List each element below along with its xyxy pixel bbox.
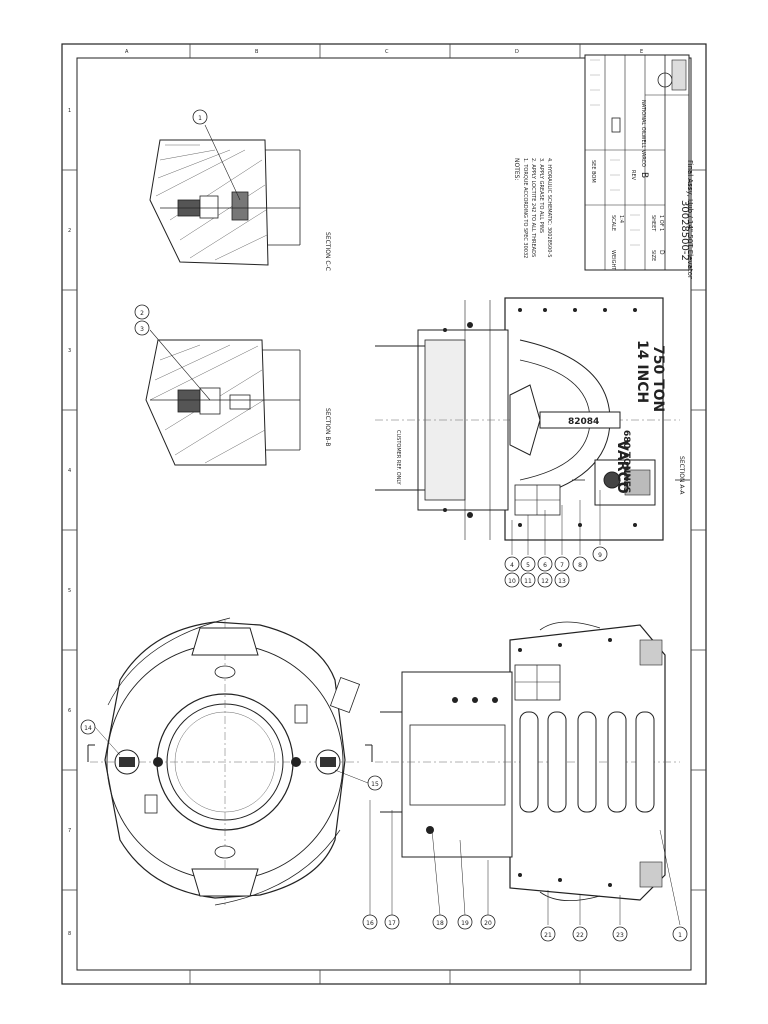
note-line: 1. TORQUE ACCORDING TO SPEC 30032 <box>522 158 528 258</box>
note-line: 3. APPLY GREASE TO ALL PINS <box>538 158 544 233</box>
balloon-number: 19 <box>461 920 469 927</box>
zone-letter: D <box>515 49 519 55</box>
side-elevation-upper <box>375 297 690 541</box>
balloon-number: 5 <box>526 562 530 569</box>
balloon-number: 3 <box>140 326 144 333</box>
zone-number: 5 <box>68 588 71 594</box>
serial-plate: 82084 <box>568 417 599 427</box>
balloon-number: 11 <box>524 578 532 585</box>
balloon-number: 14 <box>84 725 92 732</box>
section-b-label: SECTION B-B <box>324 408 331 447</box>
note-line: 2. APPLY LOCTITE 242 TO ALL THREADS <box>530 158 536 257</box>
zone-number: 8 <box>68 931 71 937</box>
zone-number: 3 <box>68 348 71 354</box>
rev-label: REV <box>630 170 636 181</box>
notes-block: NOTES: 1. TORQUE ACCORDING TO SPEC 30032… <box>513 158 552 258</box>
section-c-detail <box>149 124 301 266</box>
zone-labels: 1 2 3 4 5 6 7 8 A B C D E <box>68 49 643 937</box>
sheet-inner-border <box>76 57 692 971</box>
zone-letter: E <box>640 49 643 55</box>
plan-view-elevator <box>87 617 373 906</box>
balloon-number: 17 <box>388 920 396 927</box>
balloon-number: 21 <box>544 932 552 939</box>
title-block <box>584 54 690 271</box>
zone-ticks <box>62 44 706 984</box>
balloon-number: 20 <box>484 920 492 927</box>
section-a-label: SECTION A-A <box>678 456 685 495</box>
size-value: D <box>658 250 665 255</box>
material-label: SEE BOM <box>590 160 596 183</box>
balloon-number: 1 <box>678 932 682 939</box>
balloons-section-c: 1 <box>192 109 208 125</box>
size-label: SIZE <box>650 250 656 261</box>
balloon-number: 15 <box>371 781 379 788</box>
sheet-label: SHEET <box>650 215 656 232</box>
balloon-number: 7 <box>560 562 564 569</box>
rating-stamp: 750 TON <box>650 345 666 412</box>
balloon-number: 2 <box>140 310 144 317</box>
size-stamp: 14 INCH <box>634 340 650 403</box>
balloon-number: 9 <box>598 552 602 559</box>
brand-stamp: VARCO <box>614 440 630 494</box>
scale-value: 1:4 <box>618 215 624 223</box>
balloon-number: 13 <box>558 578 566 585</box>
balloon-number: 10 <box>508 578 516 585</box>
balloon-number: 16 <box>366 920 374 927</box>
customer-ref-label: CUSTOMER REF. ONLY <box>395 430 401 486</box>
balloon-number: 22 <box>576 932 584 939</box>
sheet-outer-border <box>61 43 707 985</box>
balloon-number: 8 <box>578 562 582 569</box>
sheet-value: 1 OF 1 <box>658 215 664 231</box>
zone-number: 2 <box>68 228 71 234</box>
drawing-description: Final Assy, Hub / 14" 50T Elevator <box>686 160 694 279</box>
scale-label: SCALE <box>610 215 616 231</box>
zone-letter: C <box>385 49 389 55</box>
zone-number: 4 <box>68 468 71 474</box>
rev-value: B <box>639 172 649 178</box>
weight-label: WEIGHT <box>610 250 616 271</box>
balloons-lower-row: 16 17 18 19 20 21 22 23 1 <box>362 800 688 942</box>
balloon-number: 1 <box>198 115 202 122</box>
balloon-number: 23 <box>616 932 624 939</box>
section-c-label: SECTION C-C <box>324 232 331 271</box>
zone-letter: A <box>125 49 129 55</box>
side-elevation-lower <box>375 621 680 902</box>
section-b-detail <box>145 329 301 466</box>
zone-number: 1 <box>68 108 71 114</box>
balloon-number: 4 <box>510 562 514 569</box>
company-name: NATIONAL OILWELL VARCO <box>640 100 646 167</box>
balloon-number: 12 <box>541 578 549 585</box>
note-line: 4. HYDRAULIC SCHEMATIC: 30028500-S <box>546 158 552 257</box>
zone-number: 6 <box>68 708 71 714</box>
zone-letter: B <box>255 49 259 55</box>
balloons-upper-row: 4 5 6 7 8 9 10 11 12 13 <box>504 490 608 588</box>
balloon-number: 6 <box>543 562 547 569</box>
rating-metric-stamp: 680 TONNES <box>621 430 631 493</box>
drawing-number: 30028500-2 <box>679 200 690 261</box>
notes-heading: NOTES: <box>513 158 520 181</box>
balloons-section-b: 2 3 <box>134 304 150 336</box>
zone-number: 7 <box>68 828 71 834</box>
balloons-plan-view: 14 15 <box>80 719 383 791</box>
balloon-number: 18 <box>436 920 444 927</box>
